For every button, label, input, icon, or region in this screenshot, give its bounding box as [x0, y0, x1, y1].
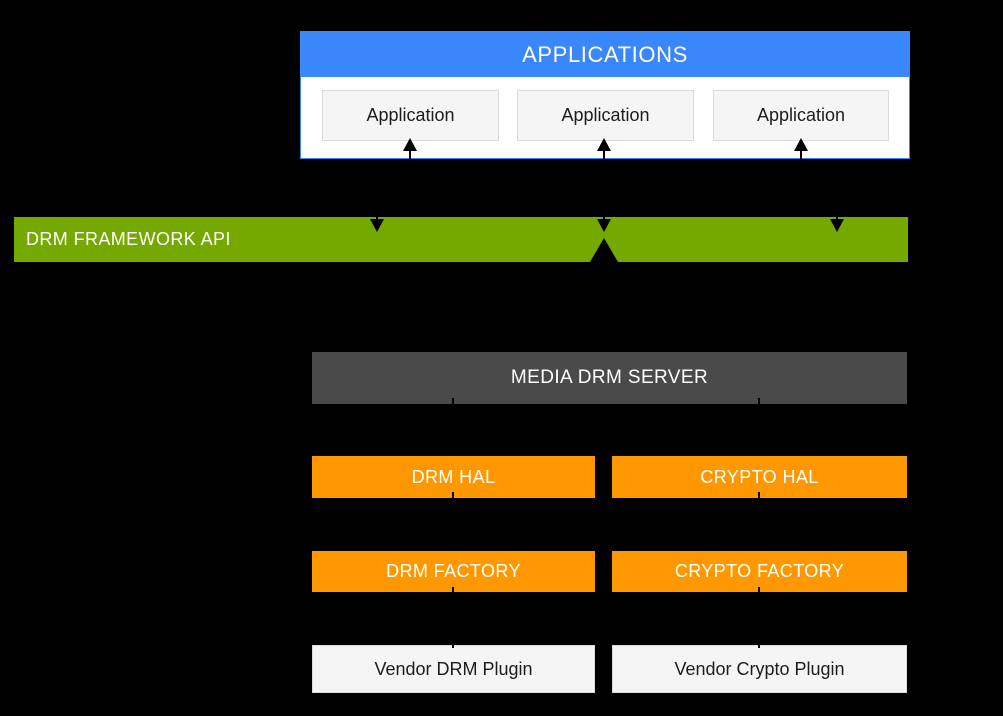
drm-framework-api-bar: DRM FRAMEWORK API [14, 217, 908, 262]
arrow-up-icon [403, 138, 417, 160]
arrow-down-icon [597, 210, 611, 232]
arrow-stem [603, 210, 605, 219]
arrow-stem [603, 148, 605, 160]
crypto-factory-box[interactable]: CRYPTO FACTORY [612, 551, 907, 592]
crypto-hal-box[interactable]: CRYPTO HAL [612, 456, 907, 498]
arrow-head [597, 219, 611, 232]
vendor-drm-plugin-box[interactable]: Vendor DRM Plugin [312, 645, 595, 693]
drm-hal-box[interactable]: DRM HAL [312, 456, 595, 498]
arrow-stem [836, 210, 838, 219]
connector-line [452, 587, 454, 597]
drm-framework-api-label: DRM FRAMEWORK API [26, 229, 231, 249]
vendor-crypto-plugin-box[interactable]: Vendor Crypto Plugin [612, 645, 907, 693]
connector-line [758, 492, 760, 502]
arrow-head [403, 138, 417, 151]
arrow-down-icon [370, 210, 384, 232]
application-box[interactable]: Application [713, 90, 889, 141]
connector-line [452, 492, 454, 502]
arrow-up-icon [794, 138, 808, 160]
arrow-head [794, 138, 808, 151]
arrow-stem [409, 148, 411, 160]
arrow-stem [376, 210, 378, 219]
framework-notch-icon [590, 238, 618, 262]
arrow-head [370, 219, 384, 232]
arrow-head [597, 138, 611, 151]
application-box[interactable]: Application [322, 90, 499, 141]
arrow-head [830, 219, 844, 232]
applications-header: APPLICATIONS [301, 32, 909, 77]
connector-line [758, 587, 760, 597]
media-drm-server-box[interactable]: MEDIA DRM SERVER [312, 352, 907, 404]
arrow-stem [800, 148, 802, 160]
arrow-up-icon [597, 138, 611, 160]
connector-line [758, 398, 760, 408]
arrow-down-icon [830, 210, 844, 232]
connector-line [452, 636, 454, 648]
connector-line [758, 636, 760, 648]
connector-line [452, 398, 454, 408]
application-box[interactable]: Application [517, 90, 694, 141]
drm-factory-box[interactable]: DRM FACTORY [312, 551, 595, 592]
